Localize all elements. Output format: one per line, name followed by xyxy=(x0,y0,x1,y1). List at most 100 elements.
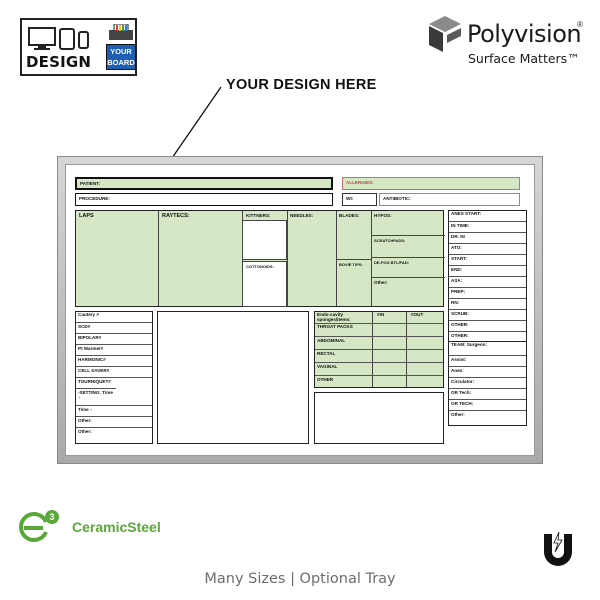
endo-row: RECTAL xyxy=(315,349,443,362)
antibiotic-field: ANTIBIOTIC: xyxy=(379,193,520,206)
endo-row-label: OTHER xyxy=(317,377,334,382)
endo-out-label: #OUT xyxy=(411,312,424,317)
team-row: TEAM: Surgeon: xyxy=(449,341,509,355)
endo-row: THROAT PACKS xyxy=(315,323,443,336)
devices-icon xyxy=(28,27,89,50)
equipment-row-label: Other: xyxy=(78,418,92,423)
counts-grid: LAPS RAYTECS: KITTNERS: COTTONOIDS: NEED… xyxy=(75,210,445,307)
times-row-label: OTHER: xyxy=(451,333,469,338)
equipment-row-label: Other: xyxy=(78,429,92,434)
design-wordmark: DESIGN xyxy=(26,53,92,71)
endo-row-label: ABDOMINAL xyxy=(317,338,346,343)
times-row: RN: xyxy=(449,298,526,309)
equipment-row: BIPOLAR# xyxy=(76,333,152,344)
your-board-badge: YOUR BOARD xyxy=(106,44,136,70)
endo-header-label: Endo-cavity sponges/items: xyxy=(317,312,351,322)
grid-divider xyxy=(287,211,288,306)
patient-field: PATIENT: xyxy=(75,177,333,190)
brand-name: Polyvision xyxy=(467,20,582,48)
notes-area xyxy=(157,311,309,444)
endo-row: VAGINAL xyxy=(315,362,443,375)
team-row: OR Tech: xyxy=(449,388,526,399)
bovie-tips-label: BOVIE TIPS: xyxy=(339,262,363,267)
equipment-row-label: -SETTING: Time ↑ xyxy=(78,390,113,400)
times-row: PREP: xyxy=(449,287,526,298)
procedure-field: PROCEDURE: xyxy=(75,193,333,206)
polyvision-logo: Polyvision ® Surface Matters™ xyxy=(427,12,587,72)
kittners-cell xyxy=(242,220,287,260)
team-row-label: Other: xyxy=(451,412,465,417)
defog-label: DE-FOG BTL/PAD: xyxy=(374,260,410,265)
times-row-label: START: xyxy=(451,256,467,261)
team-row-label: Circulator: xyxy=(451,379,475,384)
equipment-row: Other: xyxy=(76,427,152,444)
times-row-label: IN TIME: xyxy=(451,223,470,228)
team-row: Circulator: xyxy=(449,377,526,388)
equipment-row: Cautery # xyxy=(76,311,152,322)
other-label: Other: xyxy=(374,280,388,285)
team-row-label: Assist: xyxy=(451,357,467,362)
equipment-row-label: HARMONIC# xyxy=(78,357,106,362)
design-your-board-logo: DESIGN YOUR BOARD xyxy=(20,18,137,76)
ceramicsteel-logo: 3 CeramicSteel xyxy=(18,508,178,548)
scratchpads-label: SCRATCHPADS: xyxy=(374,238,406,243)
times-row: IN TIME: xyxy=(449,221,526,232)
equipment-row-label: BIPOLAR# xyxy=(78,335,102,340)
blades-label: BLADES: xyxy=(339,213,360,218)
times-row: OTHER: xyxy=(449,320,526,331)
allergies-label: ALLERGIES: xyxy=(346,180,374,185)
equipment-row: Pt Warmer# xyxy=(76,344,152,355)
equipment-row: TOURNIQUET# xyxy=(76,377,152,388)
endo-row: ABDOMINAL xyxy=(315,336,443,349)
times-row-label: SCRUB: xyxy=(451,311,469,316)
grid-divider xyxy=(371,235,445,236)
grid-divider xyxy=(158,211,159,306)
polyvision-cube-icon xyxy=(429,16,461,52)
times-row: OTHER: xyxy=(449,331,526,342)
whiteboard-frame: PATIENT: PROCEDURE: ALLERGIES: Wt: ANTIB… xyxy=(57,156,543,464)
team-row-label: OR Tech: xyxy=(451,390,472,395)
times-row-label: ASA: xyxy=(451,278,463,283)
magnet-icon xyxy=(544,531,572,566)
cottonoids-label: COTTONOIDS: xyxy=(246,264,274,269)
times-row-label: PREP: xyxy=(451,289,466,294)
equipment-row-label: TOURNIQUET# xyxy=(78,379,111,384)
equipment-row: Time ↓ xyxy=(76,405,152,416)
endo-row: OTHER xyxy=(315,375,443,388)
equipment-row: HARMONIC# xyxy=(76,355,152,366)
equipment-row-label: SCD# xyxy=(78,324,91,329)
equipment-row: CELL SAVER# xyxy=(76,366,152,377)
laps-label: LAPS xyxy=(79,213,94,219)
blank-notes-box xyxy=(314,392,444,444)
team-row: Other: xyxy=(449,410,526,426)
grid-divider xyxy=(371,211,372,306)
times-row: END: xyxy=(449,265,526,276)
times-row: SCRUB: xyxy=(449,309,526,320)
grid-divider xyxy=(336,211,337,306)
equipment-row-label: Time ↓ xyxy=(78,407,93,412)
times-row-label: RN: xyxy=(451,300,460,305)
allergies-field: ALLERGIES: xyxy=(342,177,520,190)
ceramicsteel-name: CeramicSteel xyxy=(72,519,161,535)
ceramicsteel-e3-icon: 3 xyxy=(19,510,59,542)
team-row-label: Anes: xyxy=(451,368,464,373)
footer-tagline: Many Sizes | Optional Tray xyxy=(204,571,396,587)
equipment-row: -SETTING: Time ↑ xyxy=(76,388,116,405)
equipment-list: Cautery # SCD# BIPOLAR# Pt Warmer# HARMO… xyxy=(75,311,153,444)
times-row-label: END: xyxy=(451,267,463,272)
times-row: DR. IN xyxy=(449,232,526,243)
equipment-row: SCD# xyxy=(76,322,152,333)
callout-text: YOUR DESIGN HERE xyxy=(226,77,377,93)
team-row-label: TEAM: Surgeon: xyxy=(451,342,487,347)
needles-label: NEEDLES: xyxy=(290,213,314,218)
your-wordmark: YOUR xyxy=(110,47,132,56)
team-row: Anes: xyxy=(449,366,526,377)
whiteboard-surface: PATIENT: PROCEDURE: ALLERGIES: Wt: ANTIB… xyxy=(65,164,535,456)
svg-text:3: 3 xyxy=(49,512,54,522)
endo-row-label: RECTAL xyxy=(317,351,336,356)
endo-row-label: THROAT PACKS xyxy=(317,324,353,329)
team-row-label: OR TECH: xyxy=(451,401,474,406)
brand-registered-mark: ® xyxy=(577,20,583,29)
endo-row-label: VAGINAL xyxy=(317,364,338,369)
times-row: ANES START: xyxy=(449,210,526,221)
